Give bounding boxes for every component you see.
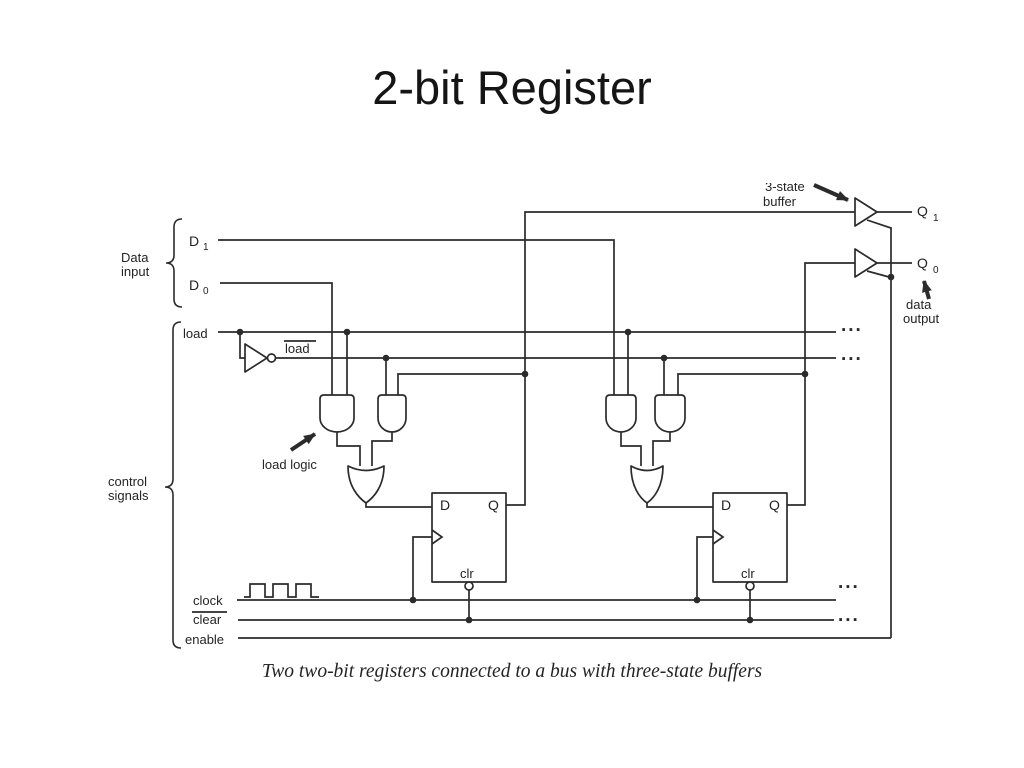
flipflop-right-d-label: D (721, 497, 731, 513)
wire-or-to-ff-left (365, 503, 432, 508)
flipflop-right-clr-label: clr (741, 566, 755, 581)
wire-and-to-or-left (336, 432, 393, 466)
wire-feedback-left (397, 373, 525, 395)
wire-enable-buffer1 (866, 219, 892, 229)
load-bar-label: load (285, 341, 310, 356)
wire-clock-ff-right (696, 536, 713, 600)
data-output-label-line1: data (906, 297, 932, 312)
flipflop-right-clr-bubble (745, 581, 755, 591)
wire-enable-buffer2 (866, 270, 890, 278)
d0-subscript: 0 (203, 286, 209, 297)
wire-d0 (220, 282, 333, 395)
clear-line-ellipsis: ... (838, 605, 860, 626)
junction-dot (343, 328, 351, 336)
and-gate-right-2 (654, 394, 686, 433)
and-gate-left-1 (319, 394, 355, 433)
and-gate-left-2 (377, 394, 407, 433)
data-output-arrow (922, 280, 932, 300)
or-gate-left (347, 465, 385, 504)
buffer-label: buffer (763, 194, 797, 209)
load-label: load (183, 326, 208, 341)
wire-load (218, 331, 836, 395)
inverter-bubble (266, 353, 277, 363)
data-input-label-line2: input (121, 264, 150, 279)
wire-q0-to-buffer (787, 262, 855, 506)
d0-label: D (189, 277, 199, 293)
flipflop-right-clock-wedge (712, 529, 725, 545)
data-input-label-line1: Data (121, 250, 149, 265)
wire-d1 (218, 239, 615, 395)
data-output-label-line2: output (903, 311, 940, 326)
flipflop-left-q-label: Q (488, 497, 499, 513)
flipflop-right-q-label: Q (769, 497, 780, 513)
enable-label: enable (185, 632, 224, 647)
junction-dot (236, 328, 244, 336)
tristate-buffer-1 (854, 197, 878, 227)
junction-dot (660, 354, 668, 362)
wire-or-to-ff-right (646, 503, 713, 508)
junction-dot (624, 328, 632, 336)
three-state-label: 3-state (765, 179, 805, 194)
flipflop-left-d-label: D (440, 497, 450, 513)
junction-dot (409, 596, 417, 604)
or-gate-right (630, 465, 664, 504)
junction-dot (693, 596, 701, 604)
wire-clock-ff-left (412, 536, 432, 600)
page-title: 2-bit Register (372, 61, 652, 114)
flipflop-left (431, 492, 507, 583)
data-input-brace (165, 218, 183, 308)
control-signals-brace (164, 321, 182, 649)
load-line-ellipsis: ... (841, 315, 863, 336)
wire-q1-to-buffer (506, 211, 855, 506)
wire-feedback-right (677, 373, 805, 395)
junction-dot (521, 370, 529, 378)
flipflop-left-clock-wedge (431, 529, 444, 545)
junction-dot (746, 616, 754, 624)
junction-dot (382, 354, 390, 362)
three-state-buffer-arrow (813, 183, 849, 202)
tristate-buffer-2 (854, 248, 878, 278)
clear-label: clear (193, 612, 222, 627)
load-logic-arrow (289, 432, 317, 452)
and-gate-right-1 (605, 394, 637, 433)
wire-load-bar (276, 357, 836, 395)
inverter-triangle (244, 343, 268, 373)
q0-subscript: 0 (933, 265, 939, 276)
q0-label: Q (917, 255, 928, 271)
junction-dot (801, 370, 809, 378)
d1-subscript: 1 (203, 242, 209, 253)
wire-and-to-or-right (620, 432, 671, 466)
junction-dot (887, 273, 895, 281)
clock-label: clock (193, 593, 223, 608)
flipflop-left-clr-label: clr (460, 566, 474, 581)
load-logic-label: load logic (262, 457, 317, 472)
flipflop-left-clr-bubble (464, 581, 474, 591)
control-signals-label-line2: signals (108, 488, 149, 503)
load-bar-line-ellipsis: ... (841, 344, 863, 365)
clock-line-ellipsis: ... (838, 572, 860, 593)
figure-caption: Two two-bit registers connected to a bus… (261, 661, 763, 682)
q1-label: Q (917, 203, 928, 219)
d1-label: D (189, 233, 199, 249)
junction-dot (465, 616, 473, 624)
control-signals-label-line1: control (108, 474, 147, 489)
clock-waveform (244, 583, 319, 598)
q1-subscript: 1 (933, 213, 939, 224)
